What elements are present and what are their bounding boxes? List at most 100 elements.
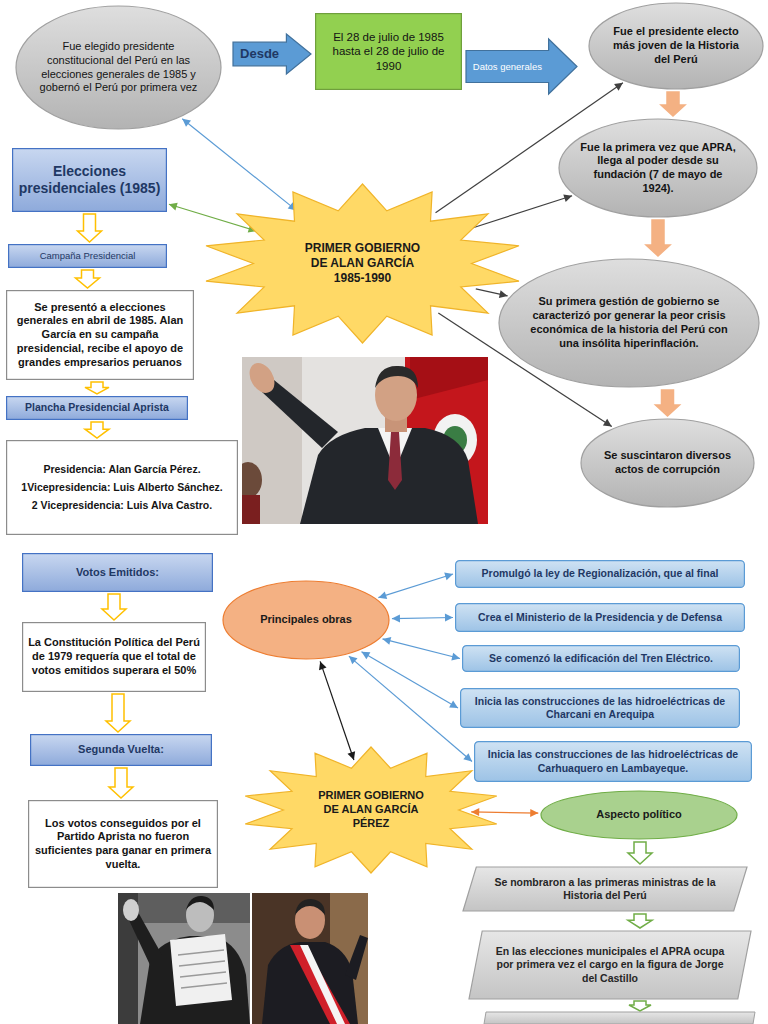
arrow-head	[182, 119, 191, 127]
connector	[349, 656, 472, 761]
president-photo	[242, 357, 488, 524]
parallelogram-box: Se nombraron a las primeras ministras de…	[462, 866, 748, 912]
text-area: Elecciones presidenciales (1985)	[17, 151, 162, 209]
text-area: Fue la primera vez que APRA, llega al po…	[580, 131, 736, 205]
connector-line	[383, 639, 460, 659]
arrow-head	[383, 637, 392, 645]
photo-background	[242, 357, 488, 524]
photo-background	[252, 893, 368, 1024]
hand	[123, 899, 139, 921]
connector	[467, 194, 572, 229]
node-text: Presidencia: Alan García Pérez.	[11, 463, 233, 476]
info-ellipse: Fue elegido presidente constitucional de…	[15, 5, 222, 130]
arrow-head	[169, 203, 178, 211]
text-group: PRIMER GOBIERNO DE ALAN GARCÍA PÉREZ	[311, 789, 432, 830]
node-text: Se presentó a elecciones generales en ab…	[11, 301, 189, 370]
node-text: Votos Emitidos:	[27, 566, 208, 580]
connector	[378, 573, 453, 599]
block-arrow: Datos generales	[465, 38, 578, 95]
block-arrow-connector	[76, 270, 100, 288]
text-area: Se suscintaron diversos actos de corrupc…	[599, 430, 736, 497]
text-group: Se suscintaron diversos actos de corrupc…	[599, 449, 736, 477]
text-group: PRIMER GOBIERNO DE ALAN GARCÍA 1985-1990	[298, 241, 428, 286]
text-area: Fue el presidente electo más joven de la…	[607, 13, 744, 78]
text-area: Inicia las construcciones de las hidroel…	[479, 744, 747, 779]
text-group: Promulgó la ley de Regionalización, que …	[460, 567, 740, 580]
arrow-head	[449, 701, 458, 709]
block-arrow: Desde	[232, 33, 312, 75]
node-text: Inicia las construcciones de las hidroel…	[465, 695, 735, 721]
sash	[300, 945, 345, 1024]
heading-box: Votos Emitidos:	[22, 553, 213, 592]
text-group: Votos Emitidos:	[27, 566, 208, 580]
suit	[262, 942, 358, 1024]
node-text: Fue el presidente electo más joven de la…	[607, 25, 744, 66]
connector-line	[320, 661, 354, 760]
text-area: Fue elegido presidente constitucional de…	[38, 21, 199, 114]
text-group: Elecciones presidenciales (1985)	[17, 163, 162, 198]
connector	[319, 661, 355, 760]
text-area: Principales obras	[240, 590, 371, 649]
node-text: Fue elegido presidente constitucional de…	[38, 40, 199, 95]
text-area: Se comenzó la edificación del Tren Eléct…	[467, 648, 735, 669]
node-text: El 28 de julio de 1985 hasta el 28 de ju…	[320, 30, 457, 73]
arrow-head	[444, 573, 453, 581]
sash-photo	[252, 893, 368, 1024]
box-outline	[31, 735, 212, 766]
text-area: Desde	[234, 44, 284, 65]
ellipse-outline	[589, 3, 763, 89]
star-outline	[245, 747, 497, 873]
node-text: Elecciones presidenciales (1985)	[17, 163, 162, 198]
tie	[388, 432, 402, 490]
raised-arm	[262, 380, 338, 448]
arrow-head	[563, 194, 572, 202]
node-text: Campaña Presidencial	[13, 250, 162, 262]
box-outline	[13, 149, 167, 212]
text-group: Se presentó a elecciones generales en ab…	[11, 301, 189, 370]
text-group: Datos generales	[468, 61, 546, 73]
connector	[383, 637, 461, 660]
star-outline	[206, 184, 519, 343]
node-text: Segunda Vuelta:	[35, 743, 207, 757]
block-arrow-connector	[78, 214, 102, 242]
text-area: Plancha Presidencial Aprista	[11, 399, 183, 417]
arrow-head	[348, 751, 356, 760]
node-text: Principales obras	[240, 613, 371, 627]
text-area: Segunda Vuelta:	[35, 737, 207, 763]
ellipse-outline	[499, 259, 759, 387]
node-text: Los votos conseguidos por el Partido Apr…	[33, 817, 213, 872]
connector-line	[378, 574, 453, 598]
burst-star: PRIMER GOBIERNO DE ALAN GARCÍA PÉREZ	[240, 745, 502, 875]
connector	[182, 119, 296, 211]
node-text: Se comenzó la edificación del Tren Eléct…	[467, 652, 735, 665]
info-ellipse: Se suscintaron diversos actos de corrupc…	[580, 418, 755, 508]
text-box: Presidencia: Alan García Pérez. 1Vicepres…	[6, 440, 238, 535]
connector	[109, 768, 133, 798]
text-group: Principales obras	[240, 613, 371, 627]
node-text: 1Vicepresidencia: Luis Alberto Sánchez.	[11, 481, 233, 494]
text-group: Inicia las construcciones de las hidroel…	[465, 695, 735, 721]
text-group: Se nombraron a las primeras ministras de…	[485, 876, 725, 902]
node-text: En las elecciones municipales el APRA oc…	[491, 945, 730, 984]
text-area: Se presentó a elecciones generales en ab…	[11, 293, 189, 377]
box-outline	[461, 689, 740, 728]
connector	[78, 214, 102, 242]
text-area: El 28 de julio de 1985 hasta el 28 de ju…	[320, 16, 457, 87]
arrow-head	[451, 653, 460, 661]
box-outline	[463, 646, 740, 672]
raised-arm	[345, 935, 368, 980]
heading-box: Segunda Vuelta:	[30, 734, 212, 766]
background-person	[242, 495, 260, 524]
text-group: Crea el Ministerio de la Presidencia y d…	[460, 611, 740, 624]
arrow-head	[614, 83, 623, 91]
info-ellipse: Su primera gestión de gobierno se caract…	[498, 258, 760, 388]
date-box: El 28 de julio de 1985 hasta el 28 de ju…	[315, 13, 462, 90]
connector-line	[471, 812, 538, 813]
arrow-outline	[466, 39, 577, 94]
connector-line	[467, 196, 572, 230]
text-area: Campaña Presidencial	[13, 247, 162, 265]
ellipse-outline	[559, 119, 757, 217]
work-box: Se comenzó la edificación del Tren Eléct…	[462, 645, 740, 672]
text-area: Crea el Ministerio de la Presidencia y d…	[460, 606, 740, 629]
node-text: La Constitución Política del Perú de 197…	[27, 636, 201, 677]
